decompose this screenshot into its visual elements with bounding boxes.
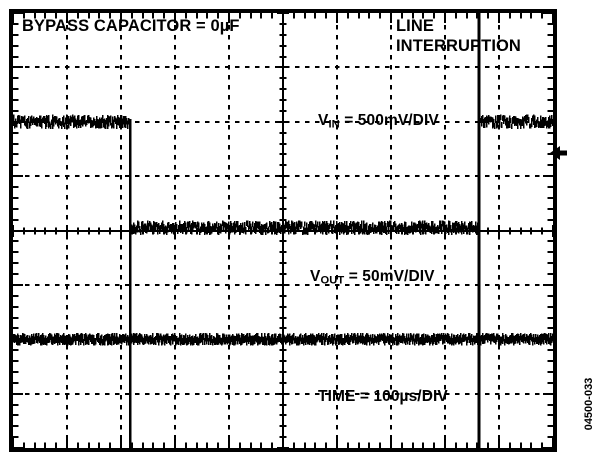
trigger-level-arrow-icon <box>550 146 567 160</box>
vin-scale-label: VIN = 500mV/DIV <box>318 112 439 130</box>
scope-graticule-frame <box>9 9 557 452</box>
line-interruption-label-line2: INTERRUPTION <box>396 37 521 55</box>
vin-symbol: V <box>318 112 329 129</box>
scope-plot-area <box>13 13 553 448</box>
vout-scale-label: VOUT = 50mV/DIV <box>310 268 435 286</box>
vout-subscript: OUT <box>320 274 345 287</box>
waveform-traces <box>13 13 553 448</box>
line-interruption-label-line1: LINE <box>396 17 434 35</box>
timebase-label: TIME = 100µs/DIV <box>318 388 448 405</box>
vin-subscript: IN <box>328 118 340 131</box>
figure-id-label: 04500-033 <box>583 377 595 431</box>
vout-scale-value: = 50mV/DIV <box>344 268 435 285</box>
vout-symbol: V <box>310 268 321 285</box>
vin-scale-value: = 500mV/DIV <box>339 112 439 129</box>
bypass-capacitor-label: BYPASS CAPACITOR = 0µF <box>22 17 240 35</box>
figure-id-container: 04500-033 <box>578 344 600 464</box>
